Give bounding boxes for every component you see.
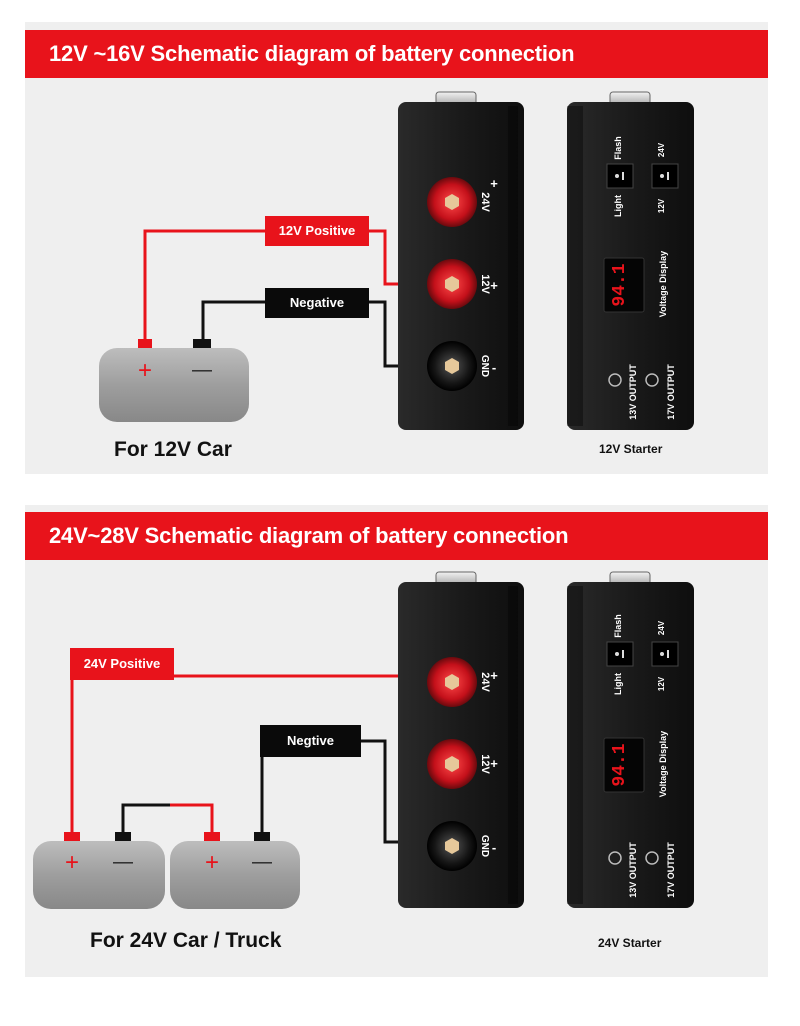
switch-voltage bbox=[651, 641, 679, 667]
section-24v-title: 24V~28V Schematic diagram of battery con… bbox=[25, 512, 768, 560]
label-13v-output: 13V OUTPUT bbox=[628, 842, 638, 898]
battery-negative-terminal bbox=[115, 832, 131, 842]
label-voltage-display: Voltage Display bbox=[658, 731, 668, 797]
negative-label-12v: Negative bbox=[265, 288, 369, 318]
positive-label-24v: 24V Positive bbox=[70, 648, 174, 680]
label-flash: Flash bbox=[613, 614, 623, 638]
battery-plus-sign: + bbox=[205, 849, 219, 876]
label-flash: Flash bbox=[613, 136, 623, 160]
label-voltage-display: Voltage Display bbox=[658, 251, 668, 317]
section-12v-title: 12V ~16V Schematic diagram of battery co… bbox=[25, 30, 768, 78]
output-port-13v bbox=[608, 851, 622, 865]
car-caption-24v: For 24V Car / Truck bbox=[90, 929, 282, 952]
switch-light-flash bbox=[606, 163, 634, 189]
wire-series-link bbox=[121, 803, 214, 834]
label-17v-output: 17V OUTPUT bbox=[666, 364, 676, 420]
positive-label-12v: 12V Positive bbox=[265, 216, 369, 246]
car-caption-12v: For 12V Car bbox=[114, 438, 232, 461]
plus-mark: + bbox=[490, 756, 498, 771]
label-12v: 12V bbox=[657, 676, 666, 691]
starter-caption-24v: 24V Starter bbox=[598, 936, 662, 950]
switch-light-flash bbox=[606, 641, 634, 667]
terminal-label-gnd: GND bbox=[479, 355, 490, 377]
output-port-17v bbox=[645, 373, 659, 387]
terminal-label-24v: 24V bbox=[479, 672, 491, 692]
voltage-readout: 94.1 bbox=[610, 263, 630, 306]
label-24v: 24V bbox=[657, 620, 666, 635]
terminal-label-gnd: GND bbox=[479, 835, 490, 857]
battery-positive-terminal bbox=[204, 832, 220, 842]
output-port-17v bbox=[645, 851, 659, 865]
starter-back-12v bbox=[567, 91, 694, 430]
terminal-label-24v: 24V bbox=[479, 192, 491, 212]
battery-minus-sign: — bbox=[192, 359, 212, 381]
battery-12v bbox=[99, 339, 249, 422]
output-port-13v bbox=[608, 373, 622, 387]
plus-mark: + bbox=[490, 668, 498, 683]
battery-plus-sign: + bbox=[65, 849, 79, 876]
label-light: Light bbox=[613, 195, 623, 217]
battery-minus-sign: — bbox=[252, 851, 272, 873]
battery-plus-sign: + bbox=[138, 357, 152, 384]
plus-mark: + bbox=[490, 176, 498, 191]
starter-caption-12v: 12V Starter bbox=[599, 442, 663, 456]
voltage-display-screen bbox=[603, 257, 645, 313]
voltage-readout: 94.1 bbox=[610, 743, 630, 786]
battery-negative-terminal bbox=[193, 339, 211, 349]
battery-minus-sign: — bbox=[113, 851, 133, 873]
label-13v-output: 13V OUTPUT bbox=[628, 364, 638, 420]
terminal-label-12v: 12V bbox=[479, 754, 491, 774]
plus-mark: + bbox=[490, 278, 498, 293]
switch-voltage bbox=[651, 163, 679, 189]
label-light: Light bbox=[613, 673, 623, 695]
battery-24v-a bbox=[33, 832, 165, 909]
negative-label-24v: Negtive bbox=[260, 725, 361, 757]
label-24v: 24V bbox=[657, 142, 666, 157]
minus-mark: - bbox=[492, 360, 496, 375]
starter-front-12v bbox=[398, 91, 524, 430]
terminal-label-12v: 12V bbox=[479, 274, 491, 294]
starter-front-24v bbox=[398, 571, 524, 908]
label-12v: 12V bbox=[657, 198, 666, 213]
voltage-display-screen bbox=[603, 737, 645, 793]
battery-negative-terminal bbox=[254, 832, 270, 842]
label-17v-output: 17V OUTPUT bbox=[666, 842, 676, 898]
battery-24v-b bbox=[170, 832, 300, 909]
battery-positive-terminal bbox=[64, 832, 80, 842]
minus-mark: - bbox=[492, 840, 496, 855]
battery-positive-terminal bbox=[138, 339, 152, 349]
starter-back-24v bbox=[567, 571, 694, 908]
